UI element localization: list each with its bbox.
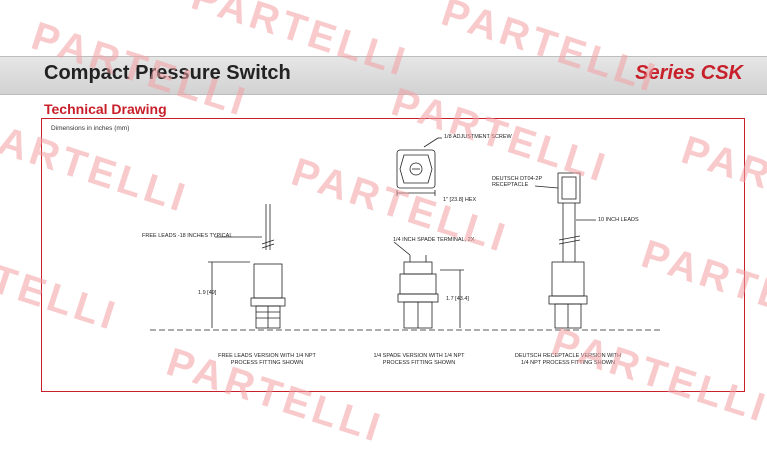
height-dimension-mid: 1.7 [43.4] — [446, 296, 469, 302]
deutsch-switch — [534, 172, 596, 329]
dimensions-note: Dimensions in inches (mm) — [51, 125, 130, 132]
section-heading: Technical Drawing — [44, 101, 167, 117]
caption-free-leads: FREE LEADS VERSION WITH 1/4 NPT PROCESS … — [218, 353, 316, 366]
caption-spade: 1/4 SPADE VERSION WITH 1/4 NPT PROCESS F… — [373, 353, 465, 366]
hex-dimension-label: 1" [23.8] HEX — [443, 197, 477, 203]
spade-switch — [393, 241, 464, 329]
technical-drawing — [150, 137, 660, 331]
height-dimension-left: 1.9 [49] — [198, 290, 217, 296]
spade-terminal-label: 1/4 INCH SPADE TERMINAL, 2X — [393, 237, 475, 243]
drawing-frame — [41, 118, 745, 392]
hex-top-view — [396, 137, 442, 196]
caption-deutsch: DEUTSCH RECEPTACLE VERSION WITH 1/4 NPT … — [514, 353, 622, 366]
adjustment-screw-label: 1/8 ADJUSTMENT SCREW — [444, 134, 512, 140]
page-title: Compact Pressure Switch — [44, 62, 291, 84]
free-leads-label: FREE LEADS -18 INCHES TYPICAL — [142, 233, 233, 239]
series-title: Series CSK — [635, 62, 743, 84]
free-leads-switch — [208, 204, 286, 329]
title-bar — [0, 56, 767, 95]
ten-inch-leads-label: 10 INCH LEADS — [598, 217, 639, 223]
deutsch-receptacle-label: DEUTSCH DT04-2P RECEPTACLE — [492, 176, 543, 189]
